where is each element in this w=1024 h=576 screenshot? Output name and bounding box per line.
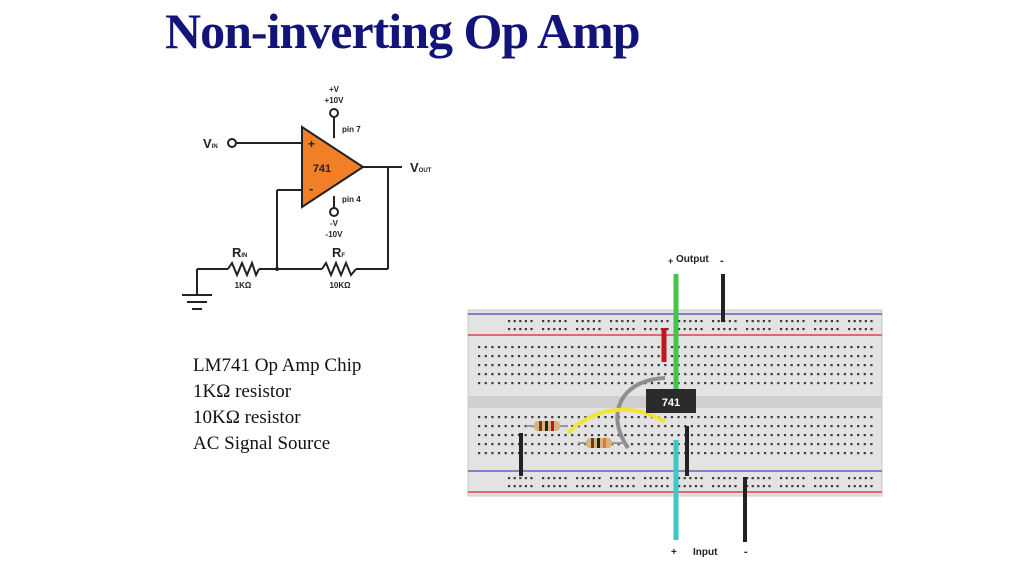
neg-supply-label: -V [330, 219, 339, 228]
resistor-1k [526, 421, 568, 431]
resistor-10k [578, 438, 626, 448]
input-plus-label: + [671, 547, 677, 558]
chip-741-label: 741 [662, 397, 680, 409]
neg-supply-terminal [329, 207, 339, 217]
parts-list-item: 1KΩ resistor [193, 381, 292, 402]
pos-supply-label: +V [329, 85, 340, 94]
parts-list-item: AC Signal Source [193, 433, 331, 454]
input-label: Input [693, 547, 718, 558]
rf-label: RF [332, 245, 345, 260]
output-label: Output [676, 254, 709, 265]
minus-sign-label: - [309, 181, 313, 196]
opamp-triangle [301, 125, 365, 209]
rf-value: 10KΩ [329, 281, 351, 290]
input-minus-label: - [744, 546, 748, 558]
vout-label: VOUT [410, 160, 432, 175]
breadboard-holes [478, 320, 873, 488]
chip-741 [646, 389, 696, 413]
page-title: Non-inverting Op Amp [165, 3, 641, 59]
vin-terminal [227, 138, 237, 148]
output-plus-label: + [668, 256, 673, 266]
opamp-schematic: 741 + - VIN VOUT +V +10V pin 7 pin 4 -V … [182, 85, 432, 310]
parts-list-item: LM741 Op Amp Chip [193, 355, 362, 376]
feedback-node [275, 267, 279, 271]
opamp-chip-label: 741 [313, 163, 331, 175]
neg-supply-voltage: -10V [326, 230, 344, 239]
parts-list-item: 10KΩ resistor [193, 407, 301, 428]
plus-sign-label: + [308, 137, 315, 151]
jumper-wire-yellow [566, 407, 667, 435]
pin-top-label: pin 7 [342, 125, 361, 134]
rin-value: 1KΩ [235, 281, 252, 290]
feedback-wire-gray [615, 376, 666, 450]
pin-bottom-label: pin 4 [342, 195, 361, 204]
parts-list: LM741 Op Amp Chip 1KΩ resistor 10KΩ resi… [193, 353, 361, 457]
output-minus-label: - [720, 255, 724, 267]
pos-supply-voltage: +10V [325, 96, 345, 105]
breadboard-illustration: 741 + Output - + Input - [467, 254, 883, 558]
vin-label: VIN [203, 136, 218, 151]
pos-supply-terminal [329, 108, 339, 118]
rin-label: RIN [232, 245, 247, 260]
